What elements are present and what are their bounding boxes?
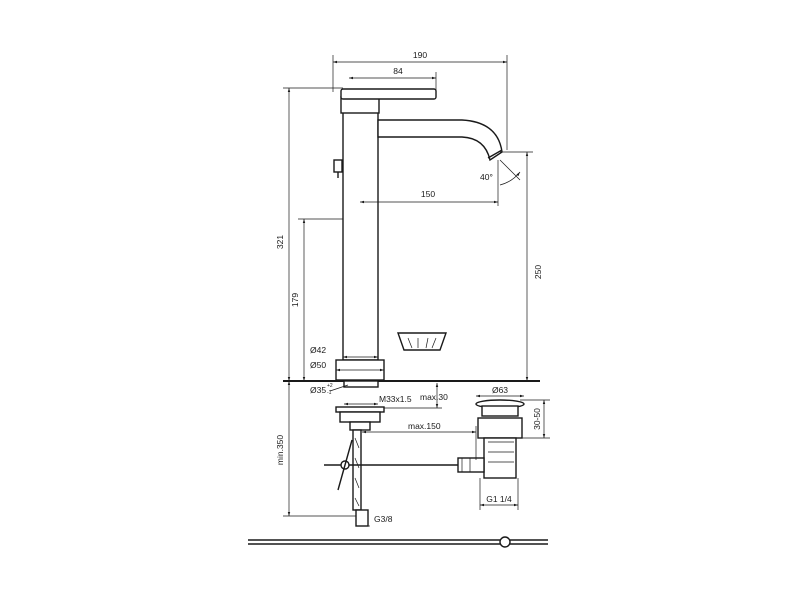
dim-waste-63: Ø63 — [492, 385, 508, 395]
waste-plug — [397, 332, 447, 351]
dim-321: 321 — [275, 235, 285, 249]
lever-handle — [340, 88, 437, 100]
dim-hole-35-tol-lower: -1 — [327, 390, 332, 396]
dim-range-30-50: 30-50 — [532, 408, 542, 430]
dimension-lines: 190 84 150 40° 321 179 250 Ø42 Ø50 Ø35 +… — [275, 50, 550, 527]
dim-diameter-42: Ø42 — [310, 345, 326, 355]
dim-84: 84 — [393, 66, 403, 76]
tap-body — [333, 88, 503, 381]
dim-thread-m33: M33x1.5 — [379, 394, 412, 404]
dim-max-150: max.150 — [408, 421, 441, 431]
dim-hole-35: Ø35 — [310, 385, 326, 395]
dim-g1-14: G1 1/4 — [486, 494, 512, 504]
flex-hose — [352, 429, 362, 511]
dim-250: 250 — [533, 265, 543, 279]
waste-assembly — [397, 332, 525, 479]
dim-g3-8: G3/8 — [374, 514, 393, 524]
dim-max-30: max.30 — [420, 392, 448, 402]
popup-rod — [333, 159, 343, 173]
under-deck-fixing — [324, 380, 460, 527]
floor-line — [248, 536, 548, 548]
dim-min-350: min.350 — [275, 435, 285, 466]
dim-diameter-50: Ø50 — [310, 360, 326, 370]
dim-179: 179 — [290, 293, 300, 307]
dim-150: 150 — [421, 189, 435, 199]
waste-body — [483, 437, 517, 479]
dim-hole-35-tol-upper: +2 — [327, 383, 333, 389]
spout — [377, 119, 503, 162]
dim-angle-40: 40° — [480, 172, 493, 182]
dim-190: 190 — [413, 50, 427, 60]
